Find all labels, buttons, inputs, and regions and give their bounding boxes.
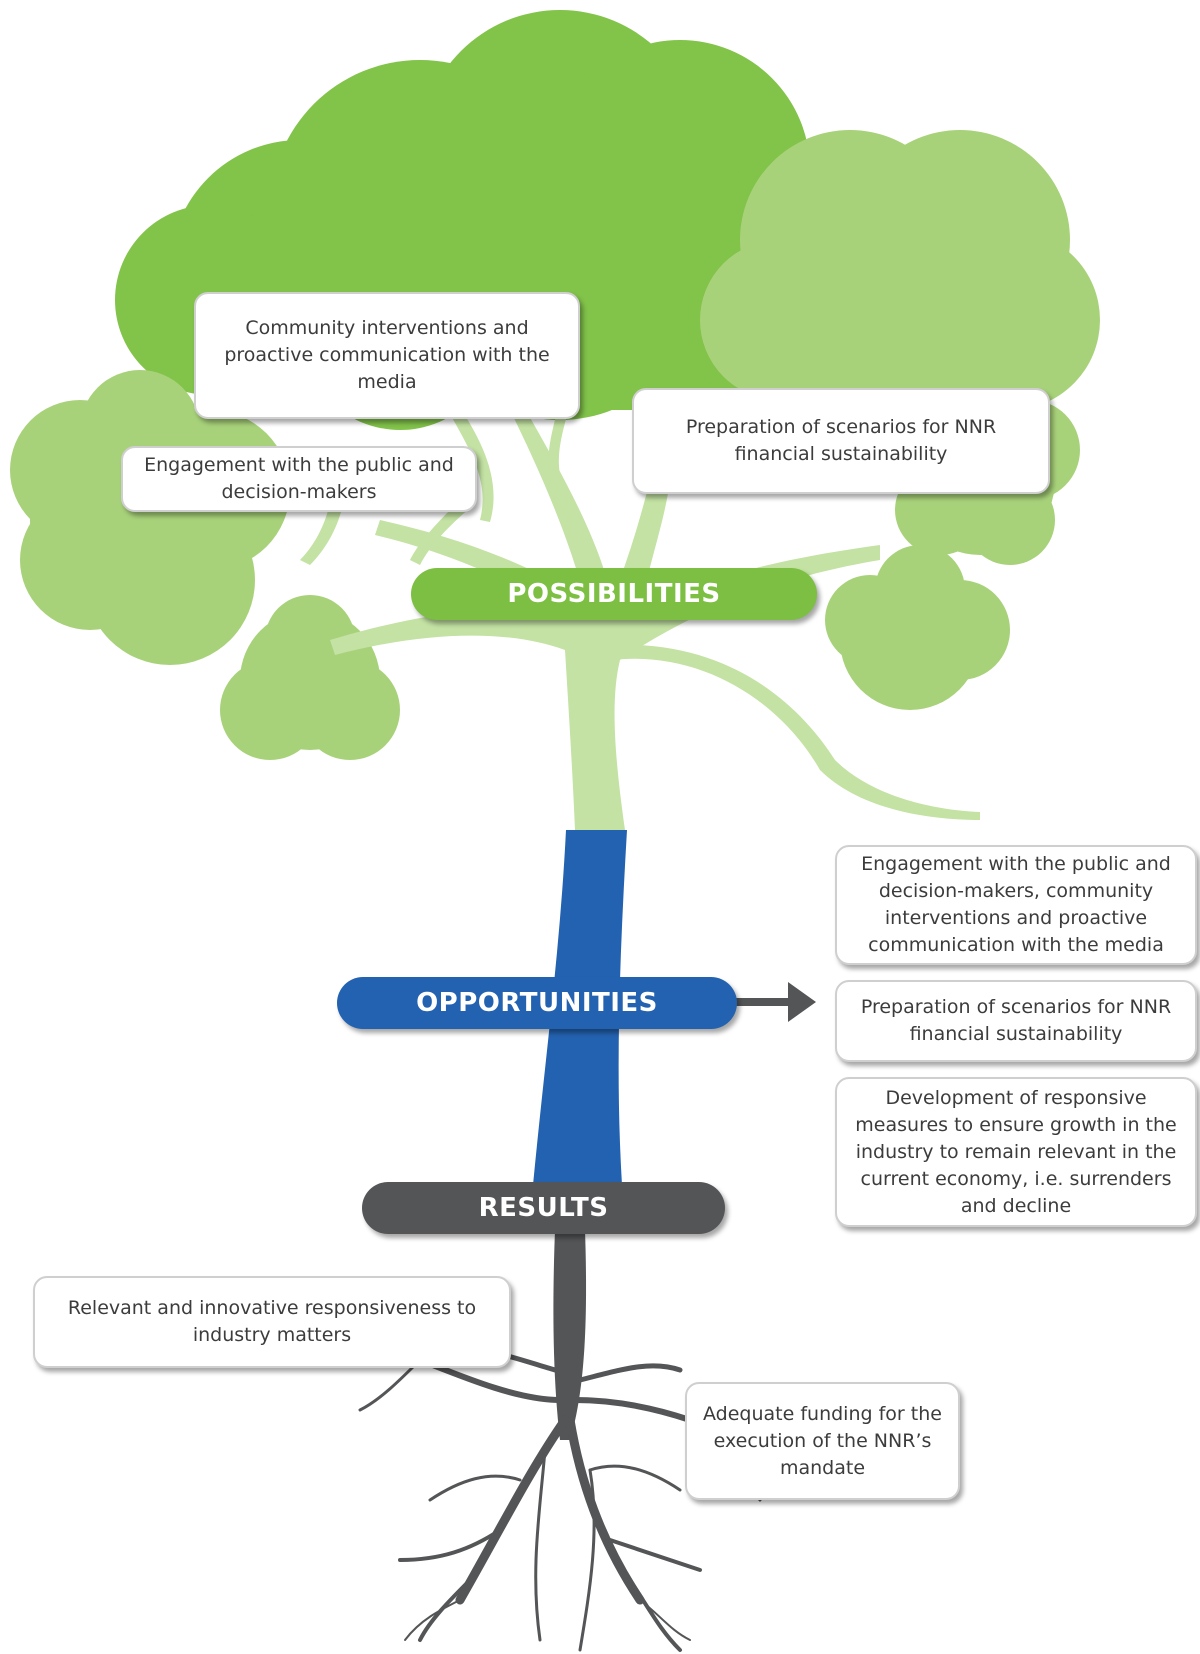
result-box-1: Relevant and innovative responsiveness t… bbox=[33, 1276, 511, 1368]
possibility-box-1: Community interventions and proactive co… bbox=[194, 292, 580, 419]
possibilities-label-text: POSSIBILITIES bbox=[507, 579, 721, 609]
trunk-gray bbox=[553, 1230, 587, 1440]
possibility-box-3: Preparation of scenarios for NNR financi… bbox=[632, 388, 1050, 494]
result-text-1: Relevant and innovative responsiveness t… bbox=[67, 1297, 477, 1346]
possibility-text-2: Engagement with the public and decision-… bbox=[144, 454, 454, 503]
results-label: RESULTS bbox=[362, 1182, 725, 1234]
opportunity-box-3: Development of responsive measures to en… bbox=[835, 1077, 1197, 1227]
arrow bbox=[720, 982, 816, 1022]
result-text-2: Adequate funding for the execution of th… bbox=[703, 1402, 942, 1479]
opportunity-text-3: Development of responsive measures to en… bbox=[855, 1086, 1177, 1217]
possibility-text-1: Community interventions and proactive co… bbox=[224, 317, 550, 393]
possibilities-label: POSSIBILITIES bbox=[411, 568, 817, 620]
opportunities-label-text: OPPORTUNITIES bbox=[416, 988, 658, 1018]
canopy-right-lower bbox=[825, 545, 1010, 710]
possibility-text-3: Preparation of scenarios for NNR financi… bbox=[685, 416, 997, 465]
result-box-2: Adequate funding for the execution of th… bbox=[685, 1382, 960, 1500]
possibility-box-2: Engagement with the public and decision-… bbox=[121, 446, 477, 512]
canopy-right bbox=[700, 130, 1100, 440]
opportunity-text-2: Preparation of scenarios for NNR financi… bbox=[860, 996, 1172, 1045]
canopy-left-small bbox=[220, 595, 400, 760]
opportunity-box-2: Preparation of scenarios for NNR financi… bbox=[835, 980, 1197, 1062]
results-label-text: RESULTS bbox=[478, 1193, 609, 1223]
opportunities-label: OPPORTUNITIES bbox=[337, 977, 737, 1029]
opportunity-box-1: Engagement with the public and decision-… bbox=[835, 845, 1197, 965]
opportunity-text-1: Engagement with the public and decision-… bbox=[861, 853, 1171, 956]
